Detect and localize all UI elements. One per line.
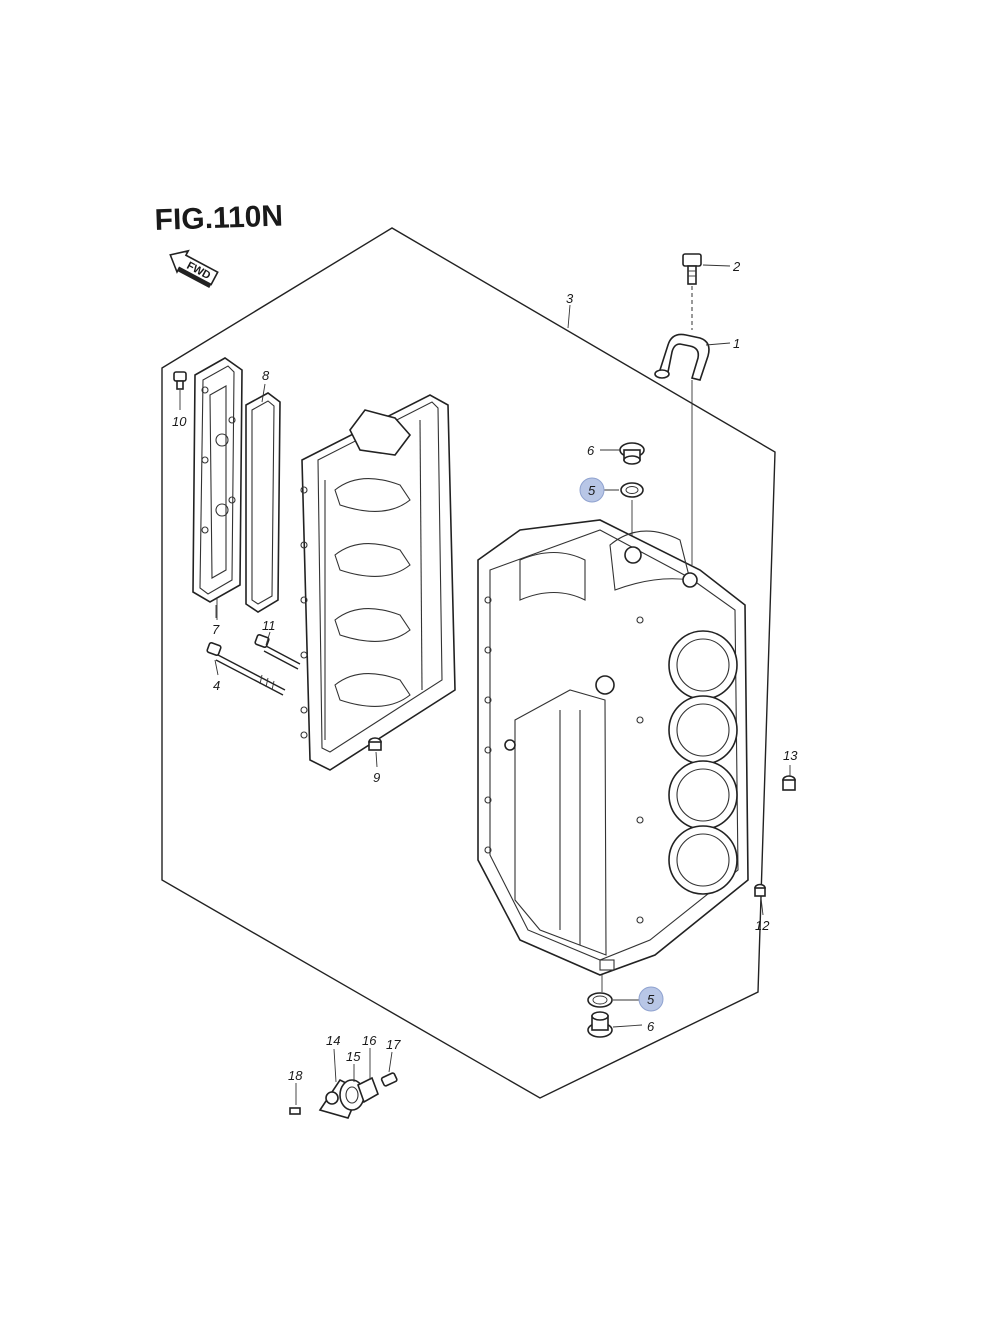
callout-18[interactable]: 18 (288, 1068, 303, 1083)
cylinder-block (477, 519, 749, 976)
gasket-8 (245, 392, 281, 613)
cylinder-head (300, 394, 456, 771)
washer-5-bottom (587, 975, 613, 1008)
callout-16[interactable]: 16 (362, 1033, 377, 1048)
callout-14[interactable]: 14 (326, 1033, 340, 1048)
plug-6-bottom (587, 1011, 613, 1038)
callout-17[interactable]: 17 (386, 1037, 401, 1052)
cover-plate-7 (192, 357, 243, 618)
callout-13[interactable]: 13 (783, 748, 798, 763)
callout-10[interactable]: 10 (172, 414, 187, 429)
callout-9[interactable]: 9 (373, 770, 380, 785)
bolt-4 (206, 642, 286, 696)
pin-12 (754, 883, 766, 897)
pin-9 (368, 737, 382, 751)
callout-15[interactable]: 15 (346, 1049, 361, 1064)
highlight-circle-5-bottom (638, 986, 664, 1012)
fwd-arrow-icon: FWD (169, 249, 219, 289)
thermostat-group (289, 1072, 398, 1119)
washer-5-top (620, 482, 644, 548)
callout-11[interactable]: 11 (262, 618, 276, 633)
callout-7[interactable]: 7 (212, 622, 220, 637)
callout-2[interactable]: 2 (732, 259, 741, 274)
bolt-2 (682, 253, 702, 330)
highlight-circle-5-top (579, 477, 605, 503)
callout-5-top[interactable]: 5 (588, 483, 596, 498)
callout-1[interactable]: 1 (733, 336, 740, 351)
callout-12[interactable]: 12 (755, 918, 770, 933)
plug-6-top (619, 442, 645, 465)
callout-6-top[interactable]: 6 (587, 443, 595, 458)
bolt-11 (254, 634, 301, 670)
callout-8[interactable]: 8 (262, 368, 270, 383)
clamp-1 (654, 333, 710, 565)
figure-title: FIG.110N (154, 200, 283, 237)
callout-4[interactable]: 4 (213, 678, 220, 693)
bolt-10 (173, 371, 187, 390)
callout-3[interactable]: 3 (566, 291, 574, 306)
assembly-boundary (161, 227, 776, 1099)
pin-13 (782, 775, 796, 791)
leader-lines (179, 264, 791, 1105)
callout-6-bottom[interactable]: 6 (647, 1019, 655, 1034)
callout-5-bottom[interactable]: 5 (647, 992, 655, 1007)
